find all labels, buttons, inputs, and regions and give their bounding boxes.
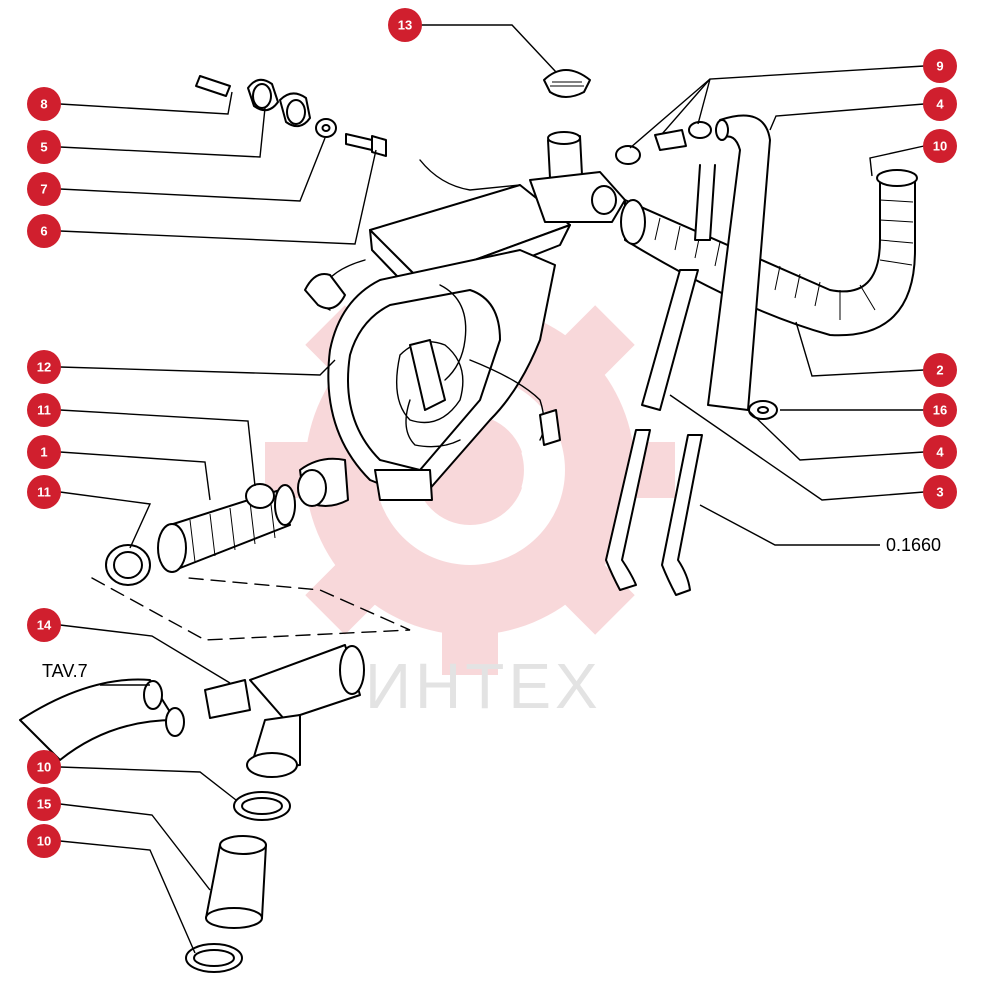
svg-text:8: 8 [40, 97, 47, 112]
svg-text:1: 1 [40, 445, 47, 460]
part-7-washer [315, 118, 337, 138]
part-16-grommet [748, 400, 778, 420]
callout-11-lower: 11 [27, 475, 61, 509]
svg-text:13: 13 [398, 18, 412, 33]
heater-housing [297, 159, 571, 507]
callout-10-mid: 10 [27, 750, 61, 784]
callout-8: 8 [27, 87, 61, 121]
callout-2: 2 [923, 353, 957, 387]
callout-15: 15 [27, 787, 61, 821]
callout-10-bottom: 10 [27, 824, 61, 858]
callout-5: 5 [27, 130, 61, 164]
alignment-lines [91, 577, 411, 641]
callout-4-lower: 4 [923, 435, 957, 469]
svg-text:9: 9 [936, 59, 943, 74]
part-13-cap [543, 69, 591, 98]
part-4-bent-tube [694, 114, 771, 411]
table-ref-label: TAV.7 [42, 661, 88, 681]
callout-1: 1 [27, 435, 61, 469]
svg-text:3: 3 [936, 485, 943, 500]
part-2-corrugated-hose [620, 169, 918, 337]
svg-text:5: 5 [40, 140, 47, 155]
svg-text:2: 2 [936, 363, 943, 378]
part-15-sleeve [205, 835, 267, 929]
part-11-clip-b [105, 544, 151, 586]
part-11-clip-a [245, 483, 275, 509]
part-10-clamp-b [185, 943, 243, 973]
callout-16: 16 [923, 393, 957, 427]
svg-text:7: 7 [40, 182, 47, 197]
callout-9: 9 [923, 49, 957, 83]
svg-text:14: 14 [37, 618, 52, 633]
callout-12: 12 [27, 350, 61, 384]
svg-text:12: 12 [37, 360, 51, 375]
part-6-bolt [345, 133, 387, 157]
part-code-label: 0.1660 [886, 535, 941, 555]
part-3-tube [641, 269, 699, 411]
part-14-tee [204, 644, 365, 778]
svg-text:10: 10 [933, 139, 947, 154]
valve-tee [529, 131, 626, 223]
svg-text:4: 4 [936, 97, 944, 112]
part-8-pin [195, 75, 231, 97]
svg-text:11: 11 [37, 403, 51, 418]
callout-11-upper: 11 [27, 393, 61, 427]
svg-text:10: 10 [37, 834, 51, 849]
part-5-grommets [247, 78, 311, 128]
part-9-clips [615, 121, 712, 165]
svg-text:11: 11 [37, 485, 51, 500]
callout-7: 7 [27, 172, 61, 206]
svg-text:6: 6 [40, 224, 47, 239]
pipes-0-1660 [605, 429, 703, 596]
svg-text:16: 16 [933, 403, 947, 418]
callout-13: 13 [388, 8, 422, 42]
callout-6: 6 [27, 214, 61, 248]
callout-3: 3 [923, 475, 957, 509]
watermark-text: ИНТЕХ [365, 650, 602, 722]
callout-4-top: 4 [923, 87, 957, 121]
tav7-hose [19, 678, 185, 761]
svg-text:4: 4 [936, 445, 944, 460]
part-1-bellows [157, 484, 296, 573]
svg-text:15: 15 [37, 797, 51, 812]
part-10-clamp-a [233, 791, 291, 821]
callout-10-top: 10 [923, 129, 957, 163]
callout-14: 14 [27, 608, 61, 642]
svg-text:10: 10 [37, 760, 51, 775]
leader-lines [59, 24, 925, 954]
